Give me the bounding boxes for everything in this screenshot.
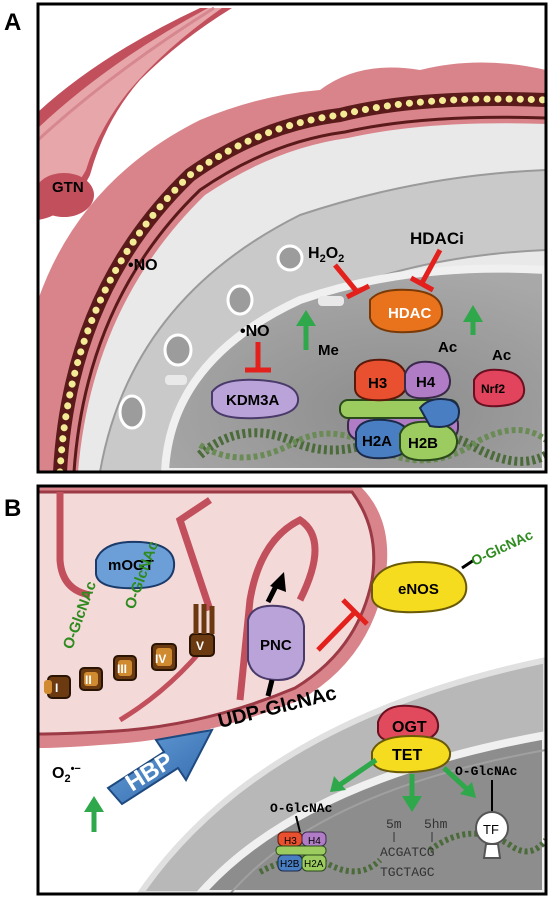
nrf2-label: Nrf2 [481, 382, 505, 396]
pnc-transporter [247, 572, 305, 697]
ogt-label: OGT [392, 719, 427, 736]
enos-protein [371, 560, 468, 614]
mark-5hm: 5hm [424, 817, 448, 832]
etc-complexes [44, 604, 215, 699]
histone-h3-a: H3 [368, 375, 387, 392]
dna-sequence-bottom: TGCTAGC [380, 865, 435, 880]
up-arrow-nrf2 [463, 305, 483, 335]
histone-octamer-a [339, 358, 460, 462]
histone-h4-b: H4 [308, 836, 321, 847]
histone-h4-a: H4 [416, 374, 436, 391]
methyl-label: Me [318, 342, 339, 359]
hdac-label: HDAC [388, 305, 431, 322]
arrow-to-dna [402, 774, 422, 812]
inhibit-no-kdm3a [245, 342, 271, 373]
complex-v-label: V [196, 639, 204, 653]
up-arrow-acetylation [296, 310, 316, 350]
kdm3a-protein [211, 378, 300, 420]
complex-ii-label: II [85, 673, 92, 687]
oglcnac-label-tf: O-GlcNAc [455, 764, 518, 779]
complex-iii [113, 655, 137, 681]
acetyl-label-nrf2: Ac [492, 347, 511, 364]
hdac-protein [369, 288, 444, 334]
histone-octamer-b [275, 831, 327, 872]
hdaci-label: HDACi [410, 229, 464, 248]
up-arrow-superoxide [84, 796, 104, 832]
no-label-nucleus: •NO [240, 323, 270, 340]
mogt-label: mOGT [108, 557, 154, 574]
histone-glycan-stem [295, 815, 301, 833]
complex-ii [79, 667, 103, 691]
oglcnac-label-histone: O-GlcNAc [270, 801, 333, 816]
nrf2-protein [473, 368, 526, 408]
mogt-protein [95, 540, 176, 590]
pnc-label: PNC [260, 637, 292, 654]
complex-v [189, 604, 215, 657]
kdm3a-label: KDM3A [226, 392, 280, 409]
tf-label: TF [483, 822, 499, 837]
histone-h2a-a: H2A [362, 433, 392, 450]
complex-i-label: I [55, 681, 58, 695]
complex-iii-label: III [117, 662, 127, 676]
enos-label: eNOS [398, 581, 439, 598]
superoxide-label: O2•− [52, 763, 81, 785]
panel-a-letter: A [4, 9, 21, 36]
inhibit-h2o2-hdac [333, 263, 371, 300]
histone-h2b-a: H2B [408, 435, 438, 452]
complex-iv-label: IV [155, 652, 166, 666]
histone-h2a-b: H2A [304, 859, 324, 870]
inhibit-hdaci-hdac [409, 248, 443, 293]
dna-sequence-top: ACGATCG [380, 845, 435, 860]
hbp-arrow [106, 728, 214, 806]
mark-5m: 5m [386, 817, 402, 832]
no-label-cytoplasm: •NO [128, 257, 158, 274]
tf-protein [475, 811, 509, 859]
h2o2-label: H2O2 [308, 245, 344, 265]
tet-protein [371, 734, 452, 774]
inhibit-udp-enos [316, 598, 369, 652]
panel-b-letter: B [4, 495, 21, 522]
tet-label: TET [392, 747, 422, 764]
complex-i [44, 675, 71, 699]
acetyl-label-histone: Ac [438, 339, 457, 356]
histone-h3-b: H3 [284, 836, 297, 847]
arrow-to-histone [330, 757, 378, 792]
gtn-label: GTN [52, 179, 84, 196]
histone-h2b-b: H2B [280, 859, 300, 870]
complex-iv [151, 643, 177, 671]
enos-glycan-stem [461, 558, 475, 570]
arrow-to-tf [442, 766, 476, 798]
